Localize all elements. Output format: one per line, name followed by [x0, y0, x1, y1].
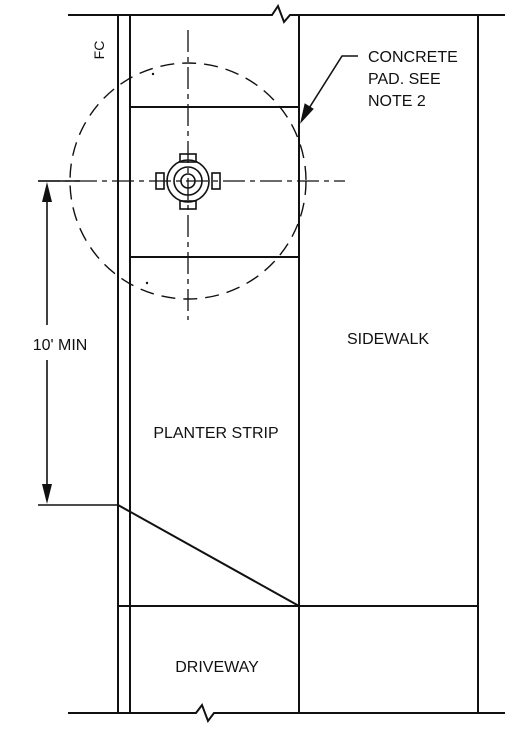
fc-label: FC	[91, 41, 107, 60]
concrete-pad-note-line3: NOTE 2	[368, 93, 426, 110]
bottom-break-line	[68, 702, 505, 724]
dimension-arrow-bottom-icon	[42, 484, 52, 504]
planter-strip-label: PLANTER STRIP	[153, 425, 278, 442]
top-break-line	[68, 3, 505, 24]
concrete-pad	[129, 106, 300, 258]
sidewalk-label: SIDEWALK	[347, 331, 429, 348]
dot-mark	[151, 72, 155, 76]
driveway-label: DRIVEWAY	[175, 659, 259, 676]
dot-mark	[145, 281, 149, 285]
concrete-pad-note-line1: CONCRETE	[368, 49, 458, 66]
dimension-label: 10' MIN	[33, 337, 88, 354]
driveway-flare	[117, 504, 300, 607]
leader-line	[305, 55, 358, 114]
dimension-arrow-top-icon	[42, 182, 52, 202]
leader-arrowhead	[300, 103, 314, 124]
concrete-pad-note-line2: PAD. SEE	[368, 71, 441, 88]
fire-hydrant-icon	[155, 153, 221, 210]
